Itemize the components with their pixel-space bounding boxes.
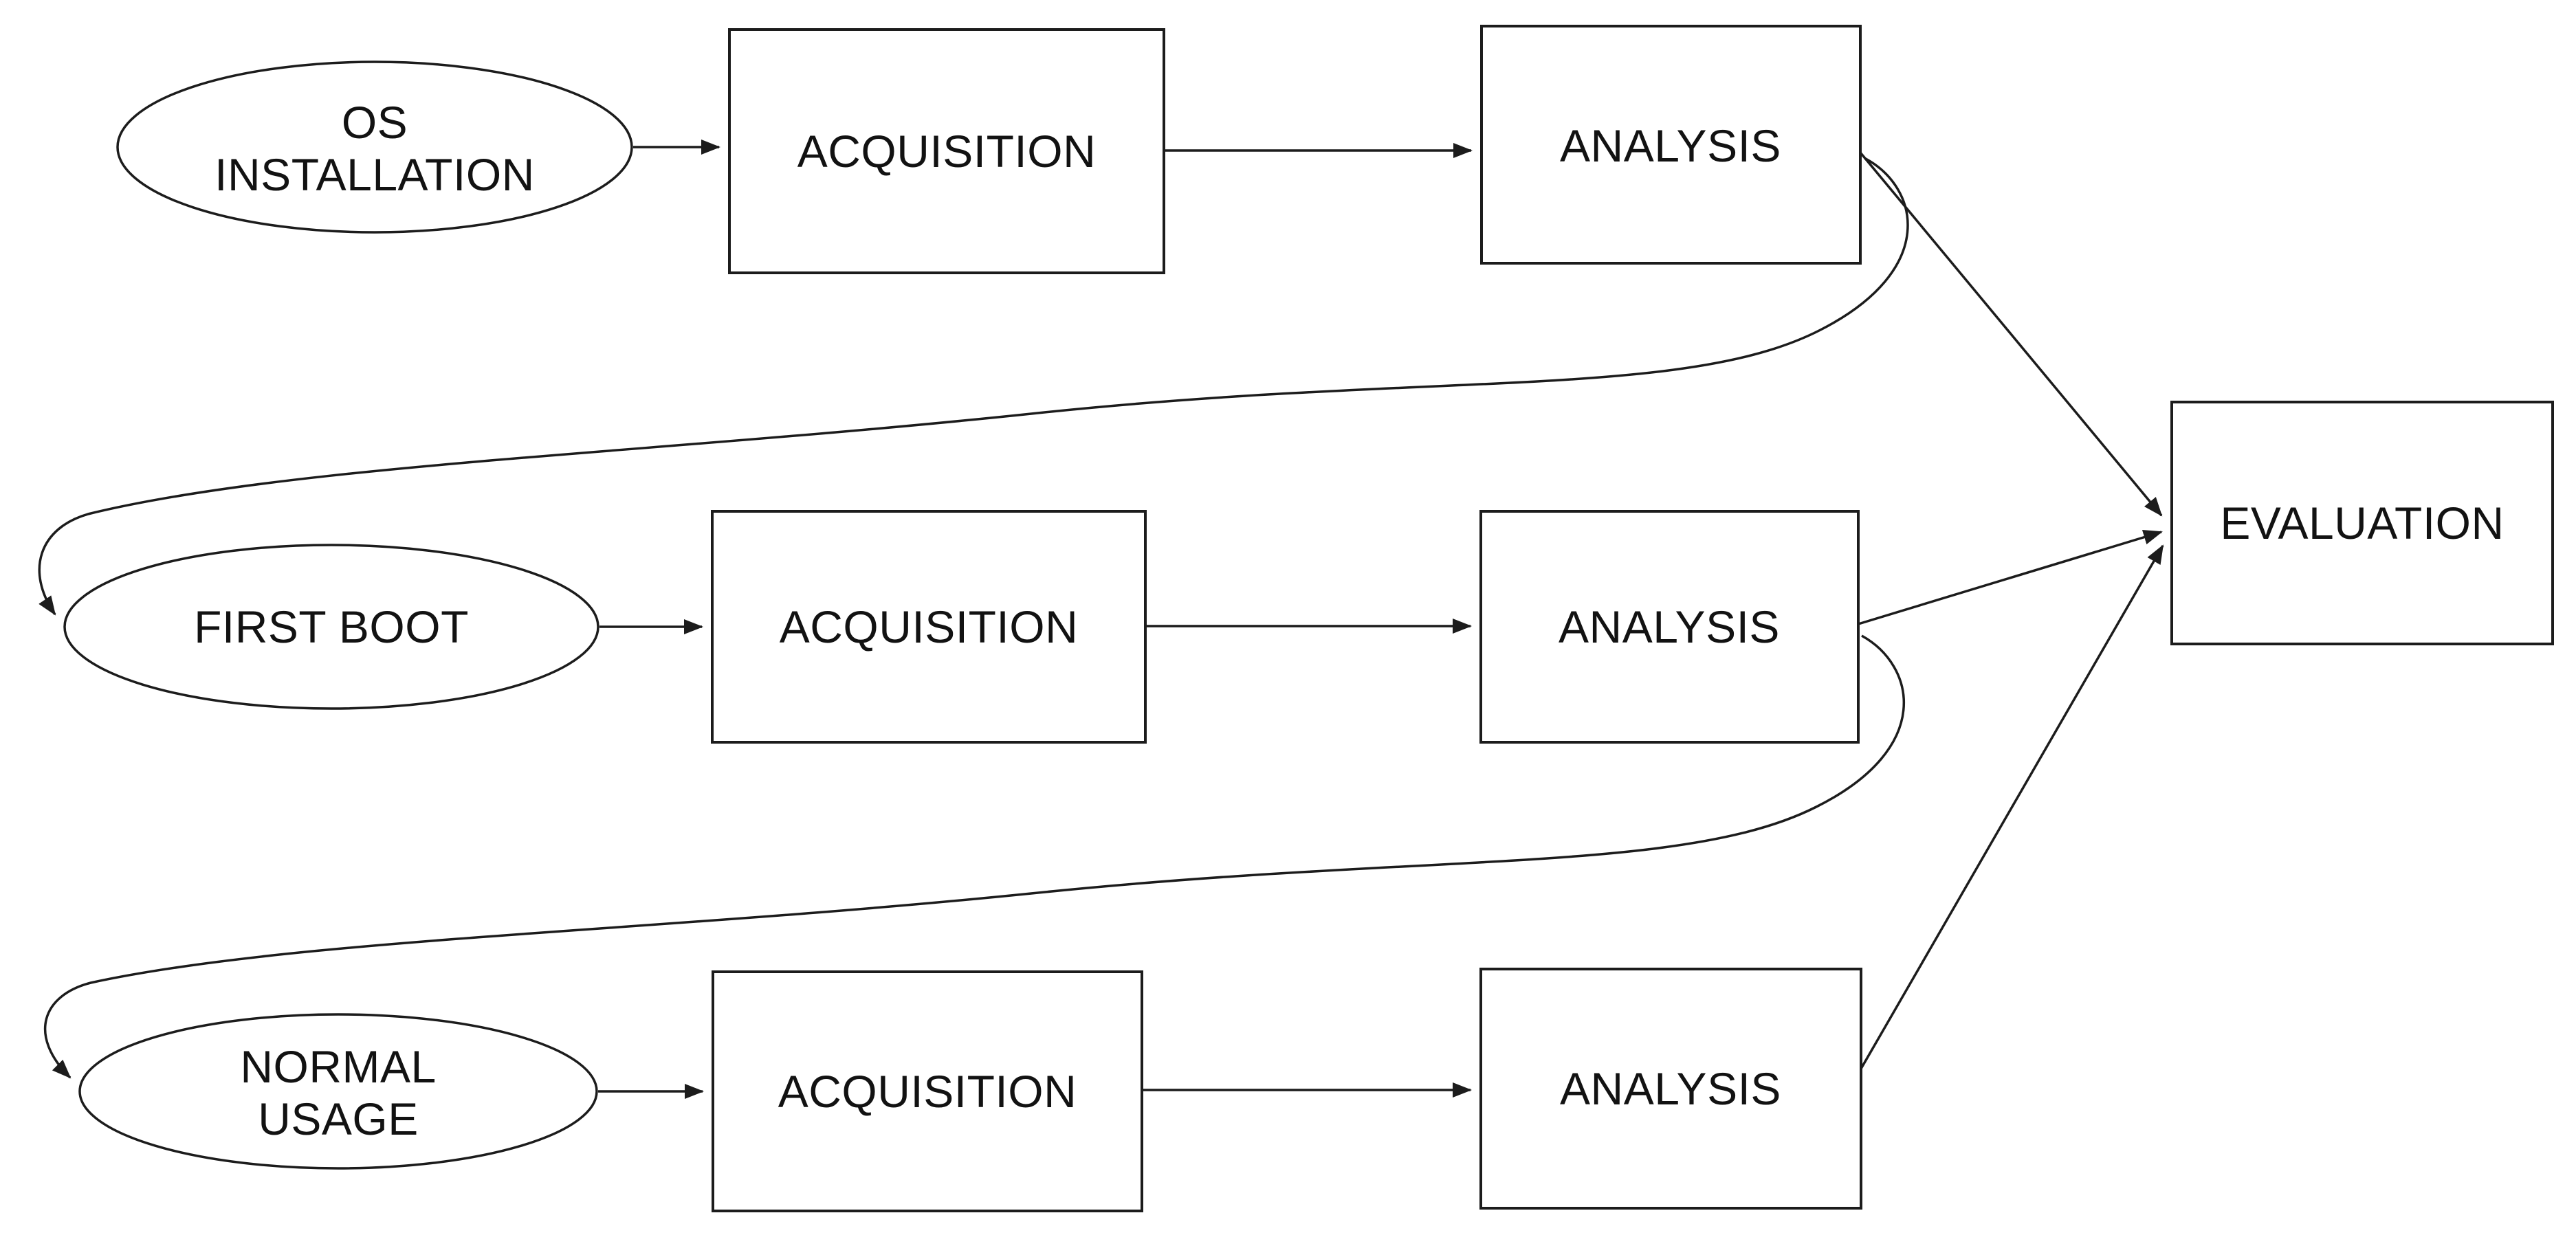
rect-shape: [1479, 510, 1860, 744]
rect-shape: [711, 510, 1147, 744]
node-analysis-1: ANALYSIS: [1480, 25, 1862, 265]
rect-shape: [1480, 25, 1862, 265]
edge-analysis-1-to-evaluation: [1859, 151, 2163, 517]
edge-analysis-1-to-first-boot: [38, 157, 1909, 616]
ellipse-shape: [78, 1013, 598, 1170]
edge-analysis-2-to-evaluation: [1858, 530, 2163, 625]
node-label: FIRST BOOT: [194, 601, 469, 652]
node-label: OS: [342, 97, 408, 148]
rect-shape: [1479, 968, 1862, 1210]
node-label: ANALYSIS: [1559, 601, 1780, 652]
node-analysis-3: ANALYSIS: [1479, 968, 1862, 1210]
node-first-boot: FIRST BOOT: [63, 544, 599, 710]
node-normal-usage: NORMAL USAGE: [78, 1013, 598, 1170]
rect-shape: [728, 28, 1165, 274]
ellipse-shape: [63, 544, 599, 710]
ellipse-shape: [116, 60, 633, 234]
rect-shape: [2170, 401, 2554, 645]
node-label: ANALYSIS: [1560, 1063, 1781, 1114]
node-acquisition-3: ACQUISITION: [712, 970, 1143, 1212]
node-label: NORMAL: [240, 1041, 436, 1092]
node-os-installation: OS INSTALLATION: [116, 60, 633, 234]
node-acquisition-1: ACQUISITION: [728, 28, 1165, 274]
node-analysis-2: ANALYSIS: [1479, 510, 1860, 744]
node-label: ACQUISITION: [780, 601, 1079, 652]
rect-shape: [712, 970, 1143, 1212]
node-label: ACQUISITION: [797, 126, 1097, 177]
node-acquisition-2: ACQUISITION: [711, 510, 1147, 744]
node-evaluation: EVALUATION: [2170, 401, 2554, 645]
node-label: INSTALLATION: [214, 149, 535, 200]
node-label: ACQUISITION: [778, 1066, 1077, 1117]
node-label: ANALYSIS: [1560, 120, 1781, 171]
node-label: EVALUATION: [2220, 498, 2504, 548]
edge-analysis-2-to-normal-usage: [43, 634, 1905, 1079]
edge-analysis-3-to-evaluation: [1860, 544, 2164, 1069]
node-label: USAGE: [258, 1093, 419, 1144]
